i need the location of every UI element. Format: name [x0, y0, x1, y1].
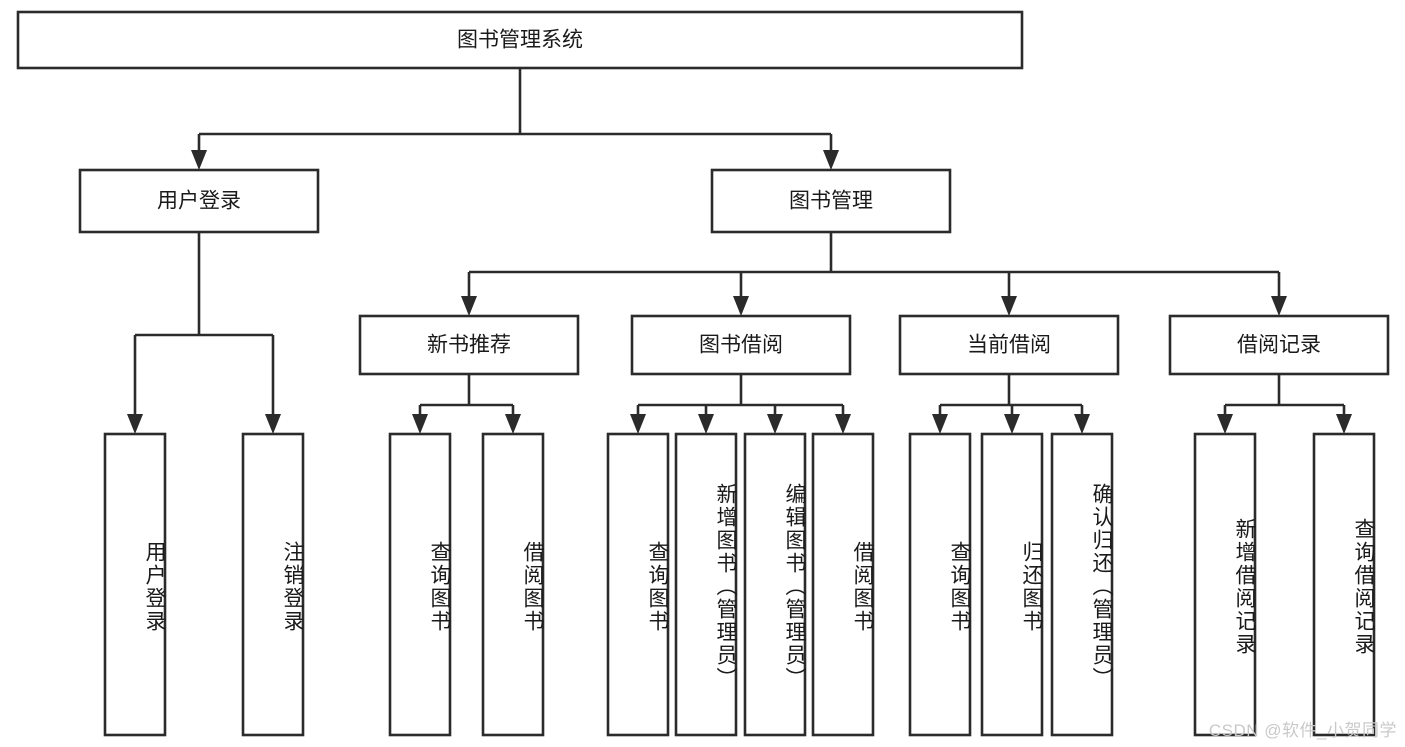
arrow-head	[1271, 296, 1287, 316]
node-box	[1168, 314, 1390, 376]
node-level1-1[interactable]: 图书管理	[710, 168, 952, 234]
node-level2-2[interactable]: 当前借阅	[898, 314, 1120, 376]
node-leaf-10[interactable]	[1050, 432, 1114, 737]
node-box	[811, 432, 875, 737]
arrow-head	[698, 414, 714, 434]
arrow-head	[191, 150, 207, 170]
arrow-head	[265, 414, 281, 434]
node-box	[674, 432, 738, 737]
arrow-head	[1217, 414, 1233, 434]
node-leaf-6[interactable]	[743, 432, 807, 737]
node-box	[1193, 432, 1257, 737]
node-leaf-3[interactable]	[481, 432, 545, 737]
node-leaf-2[interactable]	[388, 432, 452, 737]
node-root[interactable]: 图书管理系统	[16, 10, 1024, 70]
arrow-head	[505, 414, 521, 434]
arrow-head	[1004, 414, 1020, 434]
node-leaf-4[interactable]	[606, 432, 670, 737]
node-leaf-1[interactable]	[241, 432, 305, 737]
node-label: 借阅记录	[1237, 334, 1321, 357]
node-box	[743, 432, 807, 737]
node-box	[630, 314, 852, 376]
node-level1-0[interactable]: 用户登录	[78, 168, 320, 234]
arrow-head	[461, 296, 477, 316]
connector-layer	[127, 68, 1352, 434]
node-leaf-7[interactable]	[811, 432, 875, 737]
node-box	[606, 432, 670, 737]
arrow-head	[1074, 414, 1090, 434]
arrow-head	[835, 414, 851, 434]
node-leaf-9[interactable]	[980, 432, 1044, 737]
node-box	[103, 432, 167, 737]
arrow-head	[412, 414, 428, 434]
node-label: 用户登录	[157, 190, 241, 213]
arrow-head	[932, 414, 948, 434]
node-leaf-11[interactable]	[1193, 432, 1257, 737]
node-box	[1312, 432, 1376, 737]
arrow-head	[823, 150, 839, 170]
node-box	[388, 432, 452, 737]
watermark: CSDN @软件_小贺同学	[1208, 721, 1397, 740]
arrow-head	[1336, 414, 1352, 434]
node-label: 图书借阅	[699, 334, 783, 357]
node-leaf-12[interactable]	[1312, 432, 1376, 737]
node-label: 图书管理	[789, 190, 873, 213]
node-leaf-5[interactable]	[674, 432, 738, 737]
arrow-head	[630, 414, 646, 434]
arrow-head	[767, 414, 783, 434]
node-box	[78, 168, 320, 234]
node-box	[16, 10, 1024, 70]
arrow-head	[733, 296, 749, 316]
node-box	[710, 168, 952, 234]
node-level2-0[interactable]: 新书推荐	[358, 314, 580, 376]
node-box	[241, 432, 305, 737]
node-box	[1050, 432, 1114, 737]
node-label: 当前借阅	[967, 334, 1051, 357]
node-box	[980, 432, 1044, 737]
node-label: 图书管理系统	[457, 29, 583, 52]
node-label: 新书推荐	[427, 334, 511, 357]
node-box	[898, 314, 1120, 376]
arrow-head	[1001, 296, 1017, 316]
node-box	[481, 432, 545, 737]
node-leaf-8[interactable]	[908, 432, 972, 737]
node-leaf-0[interactable]	[103, 432, 167, 737]
node-box	[908, 432, 972, 737]
node-level2-3[interactable]: 借阅记录	[1168, 314, 1390, 376]
arrow-head	[127, 414, 143, 434]
node-box	[358, 314, 580, 376]
node-level2-1[interactable]: 图书借阅	[630, 314, 852, 376]
